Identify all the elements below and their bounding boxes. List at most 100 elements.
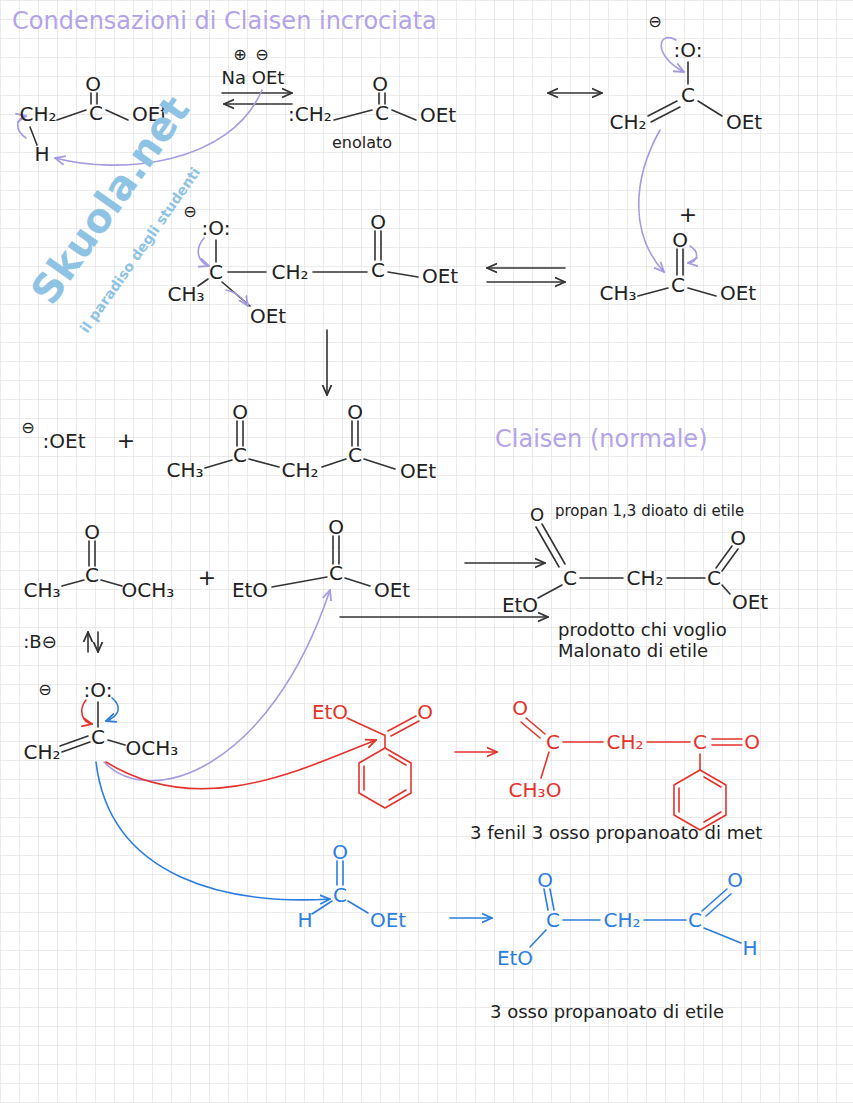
atom-label: CH₂ (609, 111, 646, 134)
compound-name: propan 1,3 dioato di etile (555, 503, 744, 520)
atom-label: O (744, 731, 760, 754)
atom-label: H (34, 143, 49, 166)
atom-label: C (329, 562, 343, 585)
atom-label: C (546, 731, 560, 754)
atom-label: :OEt (43, 430, 86, 453)
reagent-label: Na OEt (222, 68, 285, 89)
bond-line (334, 93, 416, 120)
atom-label: CH₃ (599, 282, 636, 305)
atom-label: CH₂ (19, 103, 56, 126)
atom-label: EtO (502, 594, 538, 617)
atom-label: O (530, 505, 544, 526)
atom-label: OEt (732, 591, 768, 614)
reaction-arrow (222, 92, 292, 94)
atom-label: O (332, 841, 348, 864)
atom-label: :CH₂ (288, 103, 332, 126)
red-mechanism (347, 716, 419, 748)
atom-label: C (693, 731, 707, 754)
atom-label: C (375, 102, 389, 125)
atom-label: OEt (400, 460, 436, 483)
base-label: :B⊖ (23, 632, 57, 653)
bond-line (60, 702, 125, 752)
atom-label: O (372, 73, 388, 96)
charge-symbol: ⊖ (38, 681, 51, 699)
atom-label: CH₂ (603, 909, 640, 932)
atom-label: O (84, 521, 100, 544)
charge-symbol: ⊖ (255, 46, 268, 64)
atom-label: C (688, 909, 702, 932)
blue-mechanism (450, 917, 492, 919)
reaction-arrow (87, 632, 89, 652)
atom-label: C (563, 567, 577, 590)
atom-label: O (727, 869, 743, 892)
mechanism-arrow (104, 590, 330, 781)
atom-label: CH₂ (271, 261, 308, 284)
atom-label: EtO (497, 947, 533, 970)
atom-label: OEt (726, 111, 762, 134)
blue-mechanism (96, 762, 330, 900)
mechanism-arrow (639, 130, 664, 272)
atom-label: OCH₃ (126, 737, 179, 760)
charge-symbol: ⊖ (21, 419, 34, 437)
reaction-arrow (326, 330, 328, 395)
bond-line (536, 524, 738, 598)
atom-label: O (730, 527, 746, 550)
charge-symbol: ⊕ (233, 46, 246, 64)
atom-label: OEt (720, 282, 756, 305)
atom-label: C (209, 261, 223, 284)
note-text: prodotto chi voglio Malonato di etile (558, 620, 808, 661)
atom-label: C (91, 726, 105, 749)
mechanism-arrow (226, 290, 248, 306)
atom-label: CH₃ (23, 579, 60, 602)
bond-line (198, 231, 418, 306)
atom-label: OCH₃ (122, 579, 175, 602)
bond-line (648, 62, 722, 122)
atom-label: CH₂ (606, 731, 643, 754)
charge-symbol: ⊖ (183, 203, 196, 221)
red-mechanism (82, 700, 742, 830)
atom-label: H (297, 909, 312, 932)
reaction-arrow (487, 281, 565, 283)
reaction-arrow (487, 267, 565, 269)
bond-line (638, 249, 716, 296)
compound-name: 3 osso propanoato di etile (490, 1002, 724, 1023)
atom-label: O (672, 229, 688, 252)
red-mechanism (521, 718, 742, 778)
blue-mechanism (530, 889, 741, 947)
mechanism-arrow (198, 238, 209, 266)
atom-label: OEt (420, 104, 456, 127)
atom-label: O (85, 73, 101, 96)
plus-sign: + (198, 565, 216, 590)
plus-sign: + (117, 428, 135, 453)
charge-symbol: ⊖ (648, 13, 661, 31)
atom-label: O (347, 401, 363, 424)
atom-label: O (537, 869, 553, 892)
atom-label: C (85, 564, 99, 587)
red-mechanism (455, 751, 497, 753)
blue-mechanism (312, 861, 368, 914)
atom-label: C (707, 567, 721, 590)
atom-label: O (417, 701, 433, 724)
page-title: Condensazioni di Claisen incrociata (12, 8, 437, 36)
atom-label: OEt (374, 579, 410, 602)
red-mechanism (82, 700, 92, 724)
atom-label: C (546, 909, 560, 932)
atom-label: H (742, 937, 757, 960)
atom-label: O (370, 211, 386, 234)
atom-label: O (328, 516, 344, 539)
mechanism-arrow (18, 38, 697, 781)
atom-label: C (348, 444, 362, 467)
atom-label: OEt (422, 265, 458, 288)
atom-label: :O: (84, 679, 113, 702)
reaction-arrow (224, 103, 292, 105)
reaction-arrow (548, 92, 602, 94)
atom-label: O (232, 401, 248, 424)
atom-label: :O: (202, 217, 231, 240)
atom-label: EtO (312, 701, 348, 724)
atom-label: CH₂ (626, 567, 663, 590)
reaction-arrow (88, 93, 602, 652)
reaction-arrow (97, 632, 99, 652)
reaction-arrow (465, 562, 545, 564)
atom-label: CH₃O (509, 779, 562, 802)
